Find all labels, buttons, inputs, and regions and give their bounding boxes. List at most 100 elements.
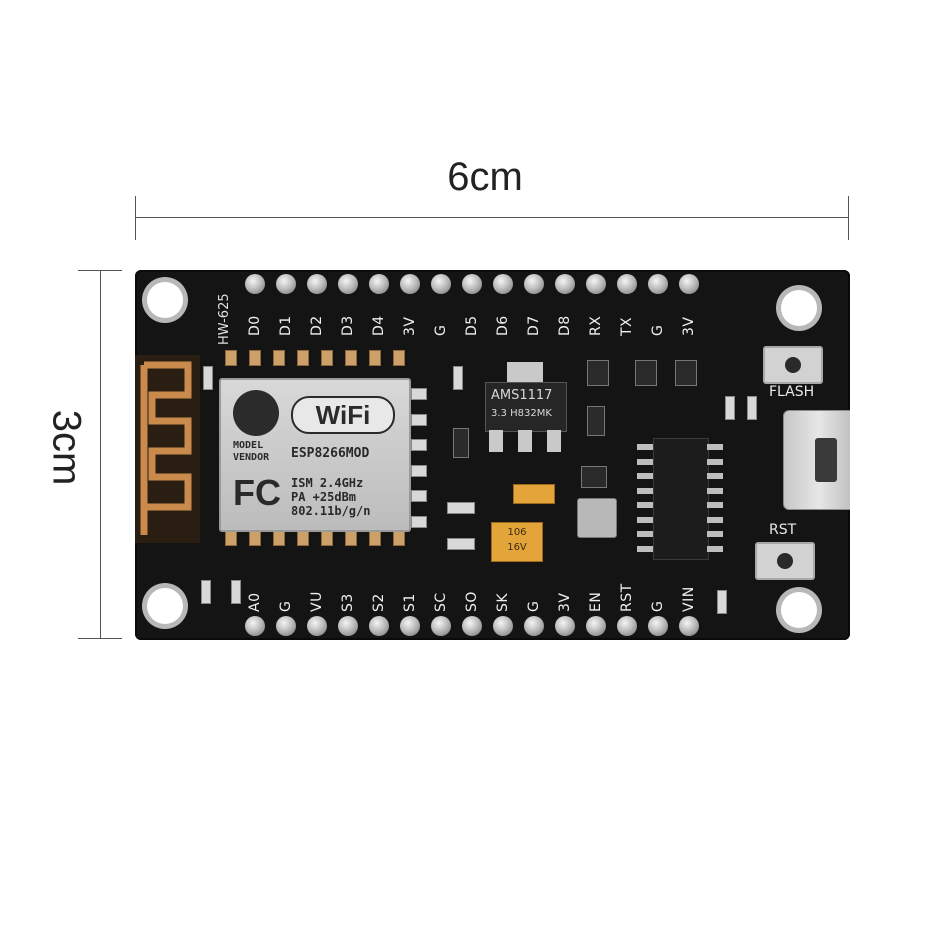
- header-pin: [648, 616, 668, 636]
- header-pin: [276, 274, 296, 294]
- header-pin: [462, 616, 482, 636]
- bottom-pin-label: VU: [309, 591, 325, 612]
- board-id-label: HW-625: [217, 293, 232, 345]
- rst-button-cap: [777, 553, 793, 569]
- flash-button-label: FLASH: [769, 384, 815, 400]
- header-pin: [586, 616, 606, 636]
- tantalum-cap-small: [513, 484, 555, 504]
- height-dimension-tick-bottom: [78, 638, 122, 639]
- top-pin-label: D6: [495, 315, 511, 336]
- module-brand-line-2: VENDOR: [233, 452, 270, 463]
- header-pin: [524, 274, 544, 294]
- rst-button[interactable]: [755, 542, 815, 580]
- header-pin: [400, 616, 420, 636]
- smd-resistor-4: [725, 396, 735, 420]
- bottom-pin-label: SO: [464, 591, 480, 612]
- flash-button[interactable]: [763, 346, 823, 384]
- regulator-tab: [507, 362, 543, 382]
- bottom-pin-label: RST: [619, 583, 635, 612]
- header-pin: [245, 274, 265, 294]
- wifi-logo: WiFi: [291, 396, 395, 434]
- top-pin-label: D7: [526, 315, 542, 336]
- smd-part: [581, 466, 607, 488]
- smd-resistor-3: [447, 538, 475, 550]
- header-pin: [555, 274, 575, 294]
- header-pin: [493, 274, 513, 294]
- diode-1: [453, 428, 469, 458]
- bottom-pin-label: SK: [495, 592, 511, 612]
- header-pin: [245, 616, 265, 636]
- mount-hole-bottom-left: [147, 588, 183, 624]
- bottom-pin-label: S1: [402, 593, 418, 612]
- espressif-logo-icon: [233, 390, 279, 436]
- transistor-2: [635, 360, 657, 386]
- transistor-1: [587, 360, 609, 386]
- width-dimension-label: 6cm: [447, 155, 523, 199]
- bottom-pin-label: G: [650, 600, 666, 612]
- module-pads-side: [411, 388, 427, 528]
- header-pin: [617, 616, 637, 636]
- top-pin-label: RX: [588, 315, 604, 336]
- rst-button-label: RST: [769, 522, 797, 538]
- fcc-mark: FC: [233, 472, 281, 513]
- top-pin-label: D5: [464, 315, 480, 336]
- smd-resistor-1: [453, 366, 463, 390]
- module-spec-line-3: 802.11b/g/n: [291, 504, 371, 518]
- top-pin-label: D3: [340, 315, 356, 336]
- top-pin-label: D2: [309, 315, 325, 336]
- top-pin-label: D8: [557, 315, 573, 336]
- chip-legs-left: [637, 444, 653, 552]
- header-pin: [679, 274, 699, 294]
- header-pin: [524, 616, 544, 636]
- bottom-pin-label: G: [278, 600, 294, 612]
- header-pin: [555, 616, 575, 636]
- mount-hole-bottom-right: [781, 592, 817, 628]
- height-dimension-line: [100, 270, 101, 639]
- esp8266-module: WiFi MODEL VENDOR ESP8266MOD FC ISM 2.4G…: [219, 378, 411, 532]
- mount-hole-top-right: [781, 290, 817, 326]
- header-pin: [493, 616, 513, 636]
- top-pin-label: D0: [247, 315, 263, 336]
- height-dimension-tick-top: [78, 270, 122, 271]
- header-pin: [276, 616, 296, 636]
- smd-resistor-7: [231, 580, 241, 604]
- bottom-pin-label: 3V: [557, 592, 573, 612]
- header-pin: [586, 274, 606, 294]
- header-pin: [307, 616, 327, 636]
- module-pads-bottom: [225, 530, 405, 546]
- bottom-pin-label: SC: [433, 592, 449, 612]
- capacitor-voltage: 16V: [507, 542, 527, 553]
- pcb-antenna: [135, 355, 200, 543]
- header-pin: [400, 274, 420, 294]
- chip-legs-right: [707, 444, 723, 552]
- top-pin-label: D1: [278, 315, 294, 336]
- bottom-pin-label: S2: [371, 593, 387, 612]
- width-dimension-tick-left: [135, 196, 136, 240]
- module-spec-line-1: ISM 2.4GHz: [291, 476, 364, 490]
- bottom-pin-label: S3: [340, 593, 356, 612]
- usb-serial-chip: [653, 438, 709, 560]
- header-pin: [617, 274, 637, 294]
- top-pin-label: D4: [371, 315, 387, 336]
- smd-resistor-8: [717, 590, 727, 614]
- diode-2: [587, 406, 605, 436]
- regulator-legs: [489, 430, 561, 452]
- header-pin: [307, 274, 327, 294]
- tantalum-cap-large: 106 16V: [491, 522, 543, 562]
- regulator-part: AMS1117: [491, 388, 553, 403]
- module-brand-line-1: MODEL: [233, 440, 264, 451]
- top-pin-label: TX: [619, 316, 635, 336]
- module-spec-line-2: PA +25dBm: [291, 490, 357, 504]
- module-pads-top: [225, 350, 405, 366]
- header-pin: [369, 616, 389, 636]
- bottom-pin-label: EN: [588, 591, 604, 612]
- header-pin: [462, 274, 482, 294]
- bottom-pin-label: A0: [247, 592, 263, 612]
- height-dimension-label: 3cm: [44, 409, 89, 486]
- header-pin: [338, 274, 358, 294]
- smd-led: [203, 366, 213, 390]
- voltage-regulator: [485, 382, 567, 432]
- header-pin: [648, 274, 668, 294]
- bottom-pin-label: G: [526, 600, 542, 612]
